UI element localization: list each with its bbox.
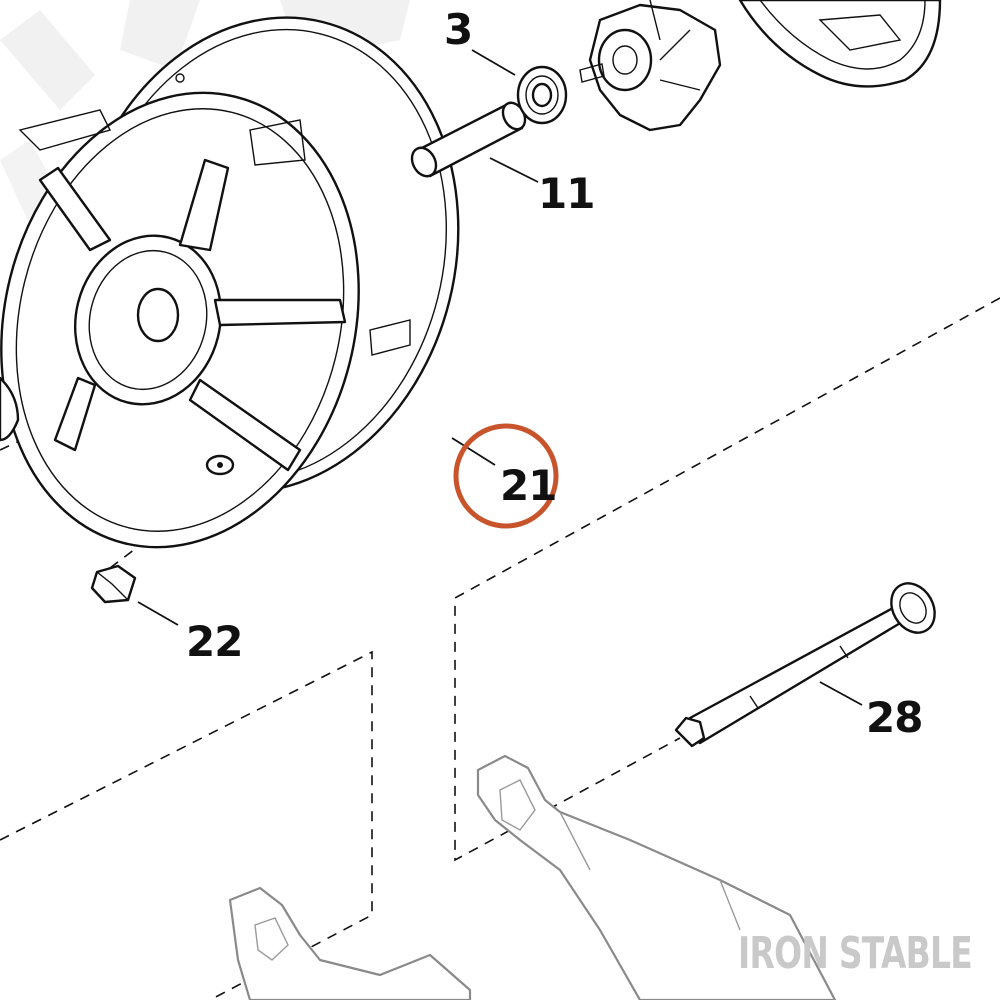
leader-lines [137, 49, 863, 706]
callout-3: 3 [444, 5, 472, 54]
balance-weight-icon [90, 564, 137, 604]
watermark-text: IRON STABLE [738, 928, 972, 979]
left-edge-part-icon [0, 376, 20, 442]
rear-wheel-icon [0, 16, 460, 549]
callout-11: 11 [538, 169, 594, 218]
sprocket-icon [579, 0, 722, 132]
axle-icon [674, 582, 936, 748]
callout-28: 28 [866, 693, 922, 742]
highlight-circle [453, 423, 559, 529]
callout-21: 21 [500, 461, 556, 510]
spacer-icon [410, 101, 527, 178]
callout-22: 22 [186, 617, 242, 666]
pulley-icon [738, 0, 942, 88]
swingarm-icon [228, 754, 837, 1000]
bearing-icon [516, 65, 568, 125]
